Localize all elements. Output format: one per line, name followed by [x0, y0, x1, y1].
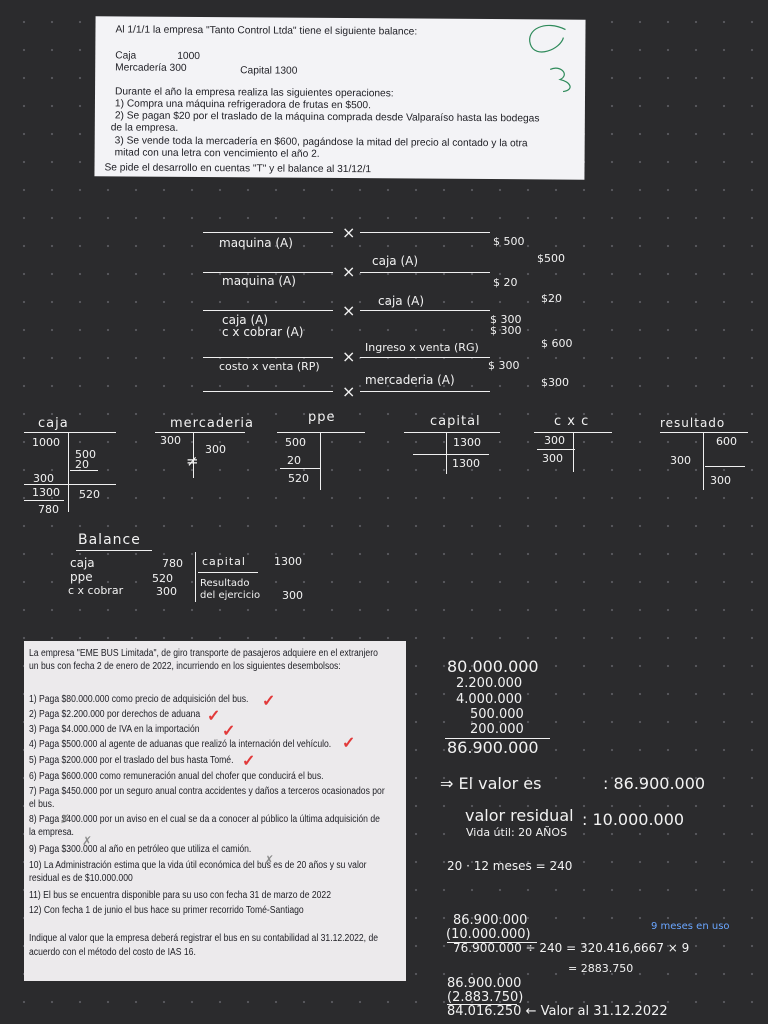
- check-icon: ✓: [222, 723, 236, 740]
- p2-item: 3) Paga $4.000.000 de IVA en la importac…: [29, 724, 200, 735]
- e2-credit-amt: $20: [541, 292, 562, 305]
- e3-credit-amt: $ 600: [541, 337, 573, 350]
- p2-item: 9) Paga $300.000 al año en petróleo que …: [29, 844, 252, 855]
- p2-item: 12) Con fecha 1 de junio el bus hace su …: [29, 905, 304, 916]
- e2-credit: caja (A): [378, 294, 425, 308]
- t-title: caja: [38, 416, 69, 431]
- e2-debit: maquina (A): [222, 274, 296, 288]
- t-title: ppe: [308, 410, 336, 425]
- cross-mark: ×: [342, 301, 356, 320]
- p2-item: la empresa.: [29, 827, 74, 838]
- problem2-photo: La empresa "EME BUS Limitada", de giro t…: [24, 641, 406, 981]
- e2-debit-amt: $ 20: [493, 276, 518, 289]
- check-icon: ✓: [342, 735, 356, 752]
- check-icon: ✓: [262, 693, 276, 710]
- check-icon: ✓: [207, 708, 221, 725]
- caja-label: Caja: [115, 50, 137, 62]
- t-title: capital: [430, 414, 481, 429]
- e4-debit-amt: $ 300: [488, 359, 520, 372]
- cross-mark: ×: [342, 223, 356, 242]
- green-scribble: [529, 24, 571, 93]
- caja-value: 1000: [177, 50, 200, 63]
- e3-credit: Ingreso x venta (RG): [365, 341, 479, 354]
- cross-icon: ✗: [60, 812, 71, 826]
- p2-question1: Indique al valor que la empresa deberá r…: [29, 933, 379, 944]
- cross-mark: ×: [342, 262, 356, 281]
- e3-amt2: $ 300: [490, 324, 522, 337]
- p2-item: el bus.: [29, 799, 55, 810]
- p2-item: 1) Paga $80.000.000 como precio de adqui…: [29, 694, 249, 705]
- e4-debit: costo x venta (RP): [219, 360, 320, 373]
- cross-mark: ×: [342, 382, 356, 401]
- p2-item: 10) La Administración estima que la vida…: [29, 860, 367, 871]
- p2-item: 2) Paga $2.200.000 por derechos de aduan…: [29, 709, 201, 720]
- e1-credit-amt: $500: [537, 252, 565, 265]
- op2b: de la empresa.: [110, 122, 179, 134]
- cross-mark: ×: [342, 347, 356, 366]
- p2-question2: acuerdo con el método del costo de IAS 1…: [29, 947, 196, 958]
- months-in-use-note: 9 meses en uso: [651, 921, 730, 932]
- p2-item: 4) Paga $500.000 al agente de aduanas qu…: [29, 739, 332, 750]
- e3-debit2: c x cobrar (A): [222, 325, 304, 339]
- p2-item: 8) Paga $400.000 por un aviso en el cual…: [29, 814, 380, 825]
- p2-item: 11) El bus se encuentra disponible para …: [29, 890, 332, 901]
- t-title: c x c: [554, 414, 590, 429]
- e3-amt1: $ 300: [490, 313, 522, 326]
- e3-debit1: caja (A): [222, 313, 269, 327]
- e1-debit-amt: $ 500: [493, 235, 525, 248]
- task: Se pide el desarrollo en cuentas "T" y e…: [104, 162, 372, 176]
- p2-item: 5) Paga $200.000 por el traslado del bus…: [29, 755, 234, 766]
- p2-intro2: un bus con fecha 2 de enero de 2022, inc…: [29, 661, 341, 672]
- problem1-intro: Al 1/1/1 la empresa "Tanto Control Ltda"…: [115, 24, 418, 38]
- e1-debit: maquina (A): [219, 236, 293, 250]
- capital-line: Capital 1300: [240, 65, 298, 77]
- cross-icon: ✗: [264, 853, 275, 867]
- balance-title: Balance: [78, 532, 141, 548]
- e4-credit: mercaderia (A): [365, 373, 455, 387]
- e4-credit-amt: $300: [541, 376, 569, 389]
- e1-credit: caja (A): [372, 254, 419, 268]
- p2-item: 7) Paga $450.000 por un seguro anual con…: [29, 786, 385, 797]
- problem1-photo: Al 1/1/1 la empresa "Tanto Control Ltda"…: [94, 16, 586, 180]
- op3b: mitad con una letra con vencimiento el a…: [114, 147, 320, 160]
- op2a: 2) Se pagan $20 por el traslado de la má…: [114, 110, 540, 125]
- cross-icon: ✗: [82, 834, 93, 848]
- p2-item: 6) Paga $600.000 como remuneración anual…: [29, 771, 324, 782]
- p2-item: residual es de $10.000.000: [29, 873, 133, 884]
- t-title: resultado: [660, 416, 726, 430]
- p2-intro1: La empresa "EME BUS Limitada", de giro t…: [29, 648, 378, 659]
- t-title: mercaderia: [170, 416, 255, 431]
- mercaderia-line: Mercadería 300: [115, 62, 187, 74]
- check-icon: ✓: [242, 753, 256, 770]
